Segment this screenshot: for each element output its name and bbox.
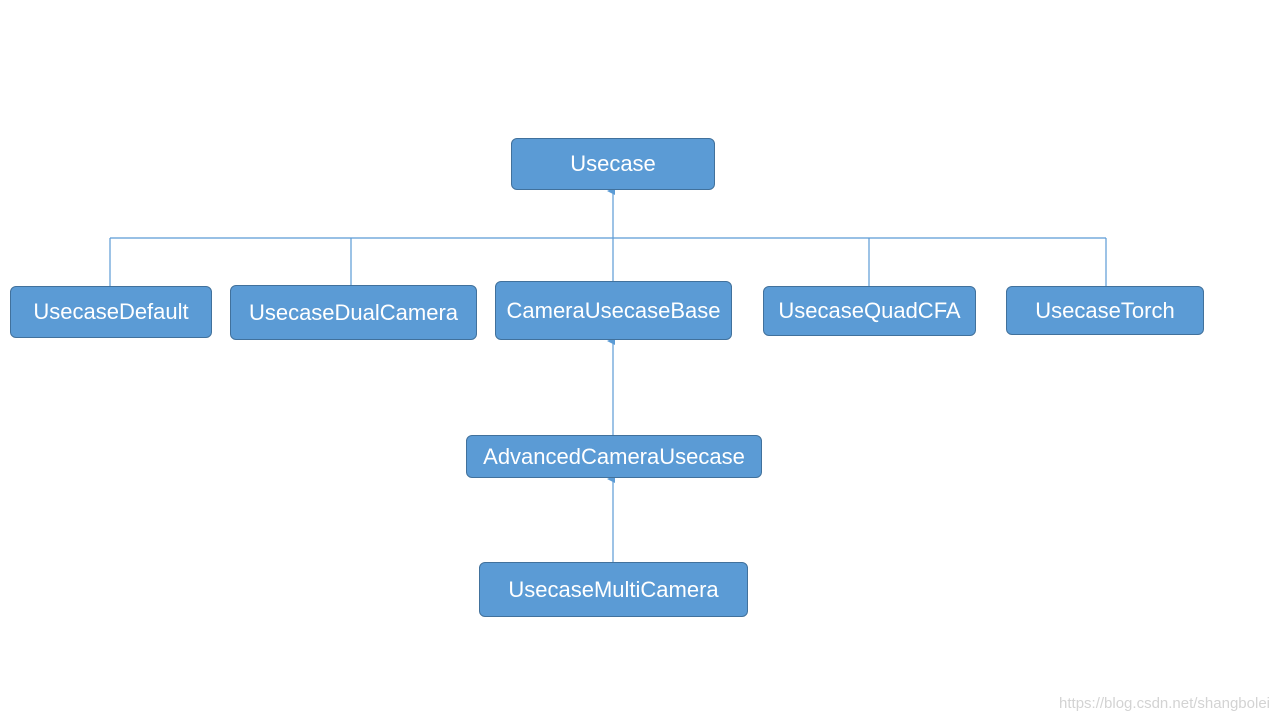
node-advanced-camera-usecase: AdvancedCameraUsecase xyxy=(466,435,762,478)
node-usecase-quad-cfa: UsecaseQuadCFA xyxy=(763,286,976,336)
node-camera-usecase-base: CameraUsecaseBase xyxy=(495,281,732,340)
watermark: https://blog.csdn.net/shangbolei xyxy=(1059,695,1270,712)
node-usecase: Usecase xyxy=(511,138,715,190)
node-usecase-default: UsecaseDefault xyxy=(10,286,212,338)
node-usecase-dual-camera: UsecaseDualCamera xyxy=(230,285,477,340)
node-usecase-torch: UsecaseTorch xyxy=(1006,286,1204,335)
node-usecase-multi-camera: UsecaseMultiCamera xyxy=(479,562,748,617)
